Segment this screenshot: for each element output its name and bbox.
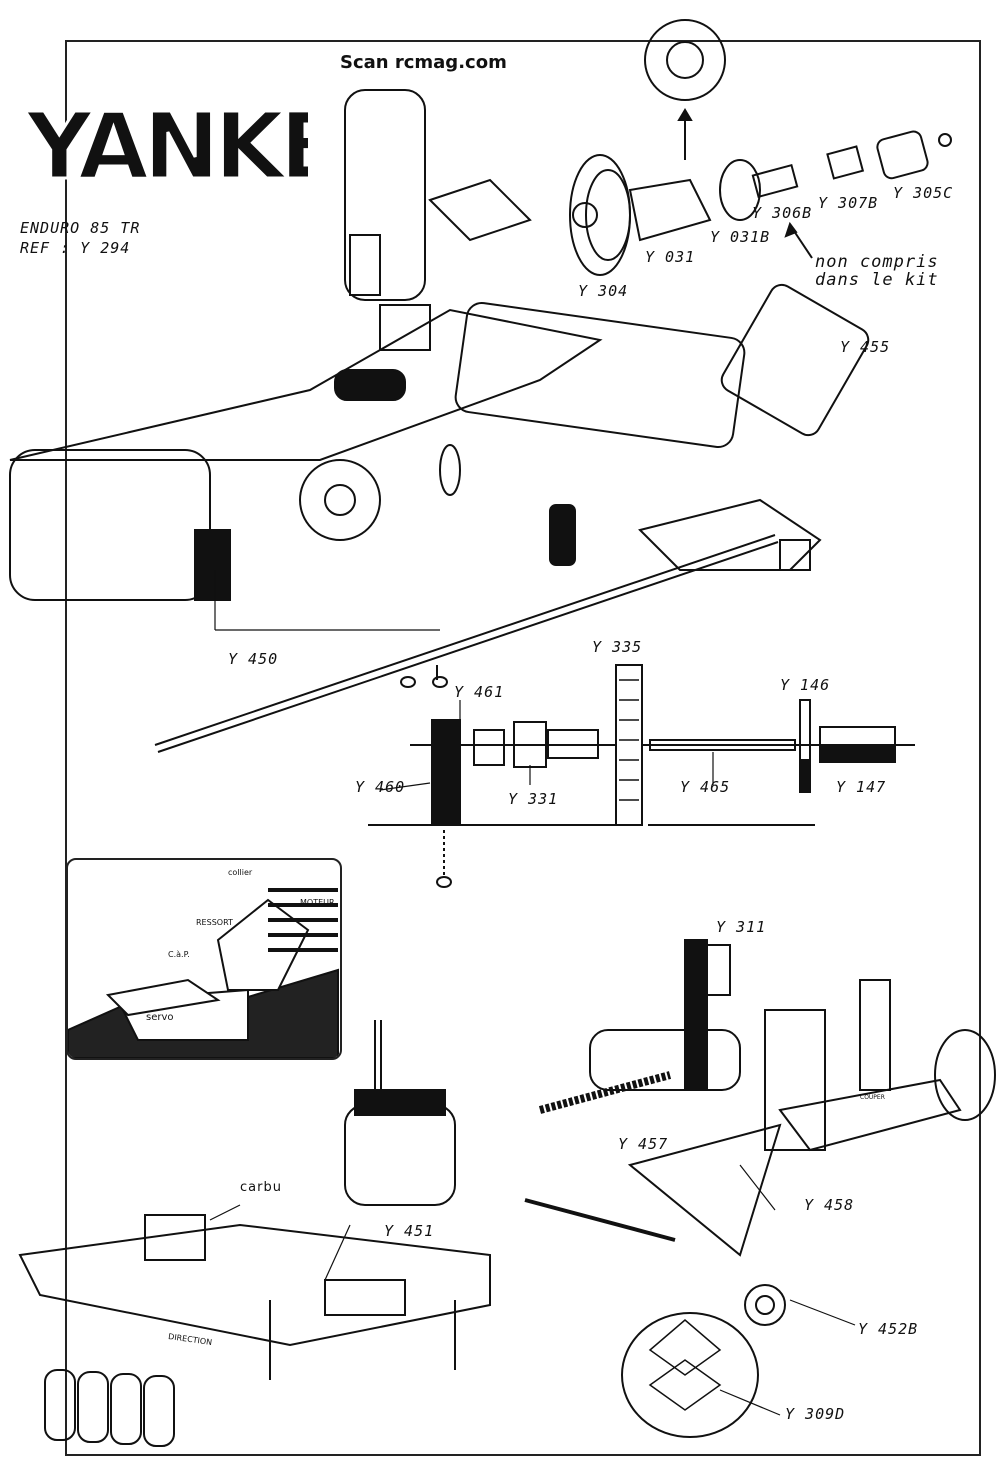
inset-label-servo: servo (146, 1012, 174, 1023)
part-label-y450: Y 450 (228, 650, 279, 668)
note-line-2: dans le kit (815, 270, 939, 290)
yankee-logo: YANKEE (24, 92, 309, 201)
model-name: ENDURO 85 TR (20, 219, 141, 237)
part-label-y465: Y 465 (680, 778, 731, 796)
page-border (65, 40, 981, 1456)
part-label-y307b: Y 307B (818, 194, 879, 212)
watermark: Scan rcmag.com (340, 52, 507, 73)
chassis-drawing (9, 283, 870, 753)
part-label-y458: Y 458 (804, 1196, 855, 1214)
model-ref: REF : Y 294 (20, 239, 131, 257)
part-label-y306b: Y 306B (752, 204, 813, 222)
part-label-y031: Y 031 (645, 248, 696, 266)
part-label-y311: Y 311 (716, 918, 767, 936)
inset-label-ressort: RESSORT (196, 918, 233, 927)
radio-plate-drawing (18, 1020, 491, 1447)
model-info: ENDURO 85 TR REF : Y 294 (20, 218, 140, 258)
axle-layout-drawing (368, 664, 915, 888)
front-suspension-drawing (524, 939, 996, 1438)
engine-drawing (344, 89, 532, 351)
part-label-y335: Y 335 (592, 638, 643, 656)
part-label-y461: Y 461 (454, 683, 505, 701)
part-label-y452b: Y 452B (858, 1320, 919, 1338)
part-label-y457: Y 457 (618, 1135, 669, 1153)
inset-label-cap: C.à.P. (168, 950, 190, 959)
note-line-1: non compris (815, 252, 939, 272)
clutch-drawing (569, 19, 952, 276)
logo-text: YANKEE (25, 93, 308, 200)
leader-lines (209, 570, 856, 1416)
label-carbu: carbu (240, 1180, 282, 1195)
inset-label-moteur: MOTEUR (300, 898, 335, 907)
part-label-y304: Y 304 (578, 282, 629, 300)
part-label-y031b: Y 031B (710, 228, 771, 246)
inset-label-collier: collier (228, 868, 253, 877)
part-label-y305c: Y 305C (893, 184, 954, 202)
part-label-y146: Y 146 (780, 676, 831, 694)
part-label-y147: Y 147 (836, 778, 887, 796)
label-couper: COUPER (860, 1094, 885, 1101)
battery-pack (44, 1369, 175, 1447)
part-label-y455: Y 455 (840, 338, 891, 356)
part-label-y451: Y 451 (384, 1222, 435, 1240)
throttle-linkage-inset: collier MOTEUR RESSORT C.à.P. servo (66, 858, 342, 1060)
part-label-y460: Y 460 (355, 778, 406, 796)
part-label-y331: Y 331 (508, 790, 559, 808)
part-label-y309d: Y 309D (785, 1405, 846, 1423)
